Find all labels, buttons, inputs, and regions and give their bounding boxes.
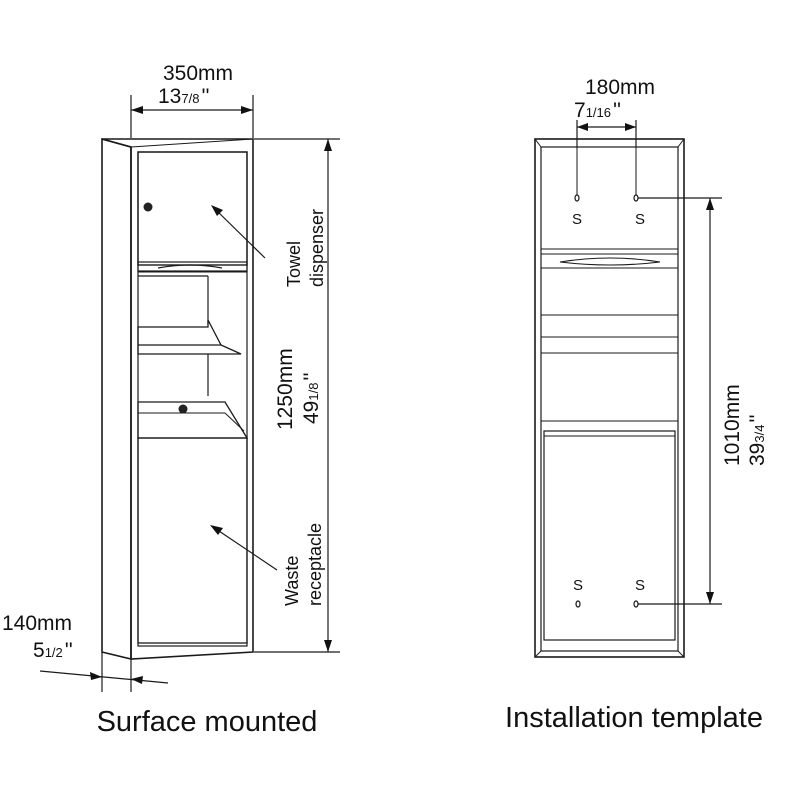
waste-flap — [137, 401, 249, 439]
side-panel — [101, 137, 132, 661]
towel-label-line2: dispenser — [307, 209, 327, 287]
surface-width-inches: 137/8'' — [158, 85, 209, 108]
waste-arrow — [210, 525, 278, 571]
surface-height-dimension: 1250mm 491/8'' — [254, 138, 340, 653]
template-width-dimension: 180mm 71/16'' — [574, 76, 655, 147]
surface-depth-dimension: 140mm 51/2'' — [2, 612, 169, 692]
waste-label-line2: receptacle — [305, 523, 325, 606]
waste-label-line1: Waste — [282, 556, 302, 606]
waste-receptacle-box — [137, 437, 248, 644]
surface-depth-mm: 140mm — [2, 612, 72, 635]
surface-width-dimension: 350mm 137/8'' — [130, 62, 254, 138]
inner-frame — [137, 151, 248, 647]
surface-width-mm: 350mm — [163, 62, 233, 85]
surface-height-inches: 491/8'' — [300, 373, 323, 424]
front-frame — [101, 138, 254, 660]
towel-arrow — [211, 205, 266, 259]
template-height-mm: 1010mm — [721, 384, 744, 466]
screw-mark-top-left: S — [572, 211, 582, 228]
installation-template: S S S S 180mm 71/16'' — [505, 76, 769, 734]
surface-caption: Surface mounted — [97, 706, 318, 738]
template-height-dimension: 1010mm 393/4'' — [638, 197, 769, 605]
surface-height-mm: 1250mm — [274, 348, 297, 430]
towel-dispenser-lock — [143, 202, 153, 212]
screw-mark-bottom-right: S — [635, 577, 645, 594]
template-inner-frame — [540, 146, 679, 652]
surface-depth-inches: 51/2'' — [33, 639, 73, 662]
template-caption: Installation template — [505, 702, 763, 734]
screw-mark-top-right: S — [635, 211, 645, 228]
template-lower-panel — [543, 430, 676, 641]
screw-mark-bottom-left: S — [573, 577, 583, 594]
template-height-inches: 393/4'' — [746, 415, 769, 466]
towel-label-line1: Towel — [284, 241, 304, 287]
towel-dispenser-box — [137, 151, 248, 266]
template-width-mm: 180mm — [585, 76, 655, 99]
surface-mounted-unit: Towel dispenser Waste receptacle 350mm 1… — [2, 62, 340, 738]
waste-flap-lock — [178, 404, 188, 414]
template-width-inches: 71/16'' — [574, 99, 621, 122]
middle-shelf — [137, 319, 242, 355]
template-outer-frame — [534, 138, 685, 658]
